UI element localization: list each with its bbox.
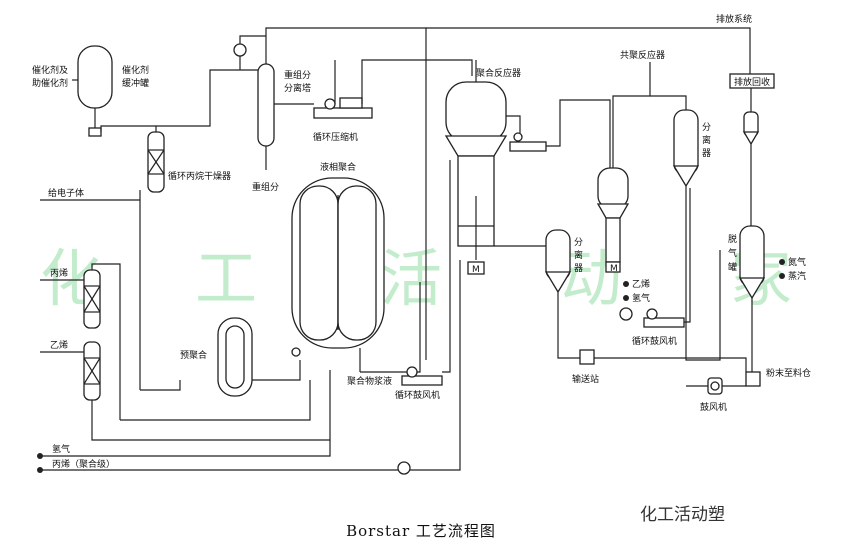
separator-1-label-3: 器 bbox=[574, 263, 583, 274]
electron-donor-label: 给电子体 bbox=[48, 187, 84, 199]
separator-2-label-2: 离 bbox=[702, 134, 711, 146]
heavy-column-label-2: 分离塔 bbox=[284, 82, 311, 94]
degas-label-2: 气 bbox=[728, 247, 737, 259]
propylene-dryer bbox=[83, 269, 101, 329]
ethylene-dryer bbox=[83, 341, 101, 401]
prepolymerization-label: 预聚合 bbox=[180, 349, 207, 361]
copolymer-reactor-label: 共聚反应器 bbox=[620, 49, 665, 61]
svg-text:活: 活 bbox=[380, 242, 442, 315]
reactor-label: 聚合反应器 bbox=[476, 67, 521, 79]
recycle-blower-1-label: 循环鼓风机 bbox=[395, 389, 440, 401]
heavy-column-label: 重组分 bbox=[284, 69, 311, 81]
transfer-station bbox=[579, 349, 595, 365]
nitrogen-point bbox=[779, 259, 785, 265]
steam-point bbox=[779, 273, 785, 279]
diagram-caption: Borstar 工艺流程图 bbox=[346, 522, 496, 540]
separator-2-label: 分 bbox=[702, 122, 711, 133]
heavy-output-label: 重组分 bbox=[252, 181, 279, 193]
separator-1-label: 分 bbox=[574, 237, 583, 248]
separator-1 bbox=[544, 229, 572, 294]
blower-3 bbox=[707, 377, 723, 395]
recycle-compressor bbox=[313, 97, 373, 119]
motor-2: M bbox=[610, 264, 618, 274]
recycle-compressor-label: 循环压缩机 bbox=[313, 131, 358, 143]
transfer-station-label: 输送站 bbox=[572, 373, 599, 385]
recycle-blower-2 bbox=[643, 308, 685, 328]
nitrogen-label: 氮气 bbox=[788, 256, 806, 268]
ethylene-2-label: 乙烯 bbox=[632, 278, 650, 290]
ethylene-2-point bbox=[623, 281, 629, 287]
catalyst-feed-label: 催化剂及 bbox=[32, 64, 68, 76]
motor-1: M bbox=[472, 265, 480, 275]
liquid-loop-reactor bbox=[291, 177, 385, 349]
hydrogen-label: 氢气 bbox=[52, 443, 70, 455]
liquid-polymerization-label: 液相聚合 bbox=[320, 161, 356, 173]
degas-label-3: 罐 bbox=[728, 261, 737, 273]
ethylene-label: 乙烯 bbox=[50, 339, 68, 351]
steam-label: 蒸汽 bbox=[788, 270, 806, 282]
separator-1-label-2: 离 bbox=[574, 249, 583, 261]
background-watermark: 化 工 活 动 家 bbox=[40, 242, 792, 315]
propylene-grade-label: 丙烯（聚合级） bbox=[52, 458, 115, 470]
prepolymerization-loop bbox=[217, 317, 253, 397]
separator-2-label-3: 器 bbox=[702, 148, 711, 159]
reactor-blower bbox=[509, 132, 547, 152]
catalyst-feed-label-2: 助催化剂 bbox=[32, 77, 68, 89]
vent-recovery-label: 排放回收 bbox=[734, 76, 770, 88]
blower-2-valve bbox=[619, 307, 633, 321]
catalyst-buffer-tank bbox=[77, 45, 113, 137]
degassing-tank bbox=[738, 225, 766, 300]
powder-to-silo-label: 粉末至料仓 bbox=[766, 367, 811, 379]
hydrogen-2-point bbox=[623, 295, 629, 301]
recycle-blower-1 bbox=[401, 366, 443, 386]
loop-pump bbox=[291, 347, 301, 357]
recycle-dryer-label: 循环丙烷干燥器 bbox=[168, 170, 231, 182]
vent-system-label: 排放系统 bbox=[716, 13, 752, 25]
catalyst-buffer-label: 催化剂 bbox=[122, 64, 149, 76]
recycle-propane-dryer bbox=[147, 131, 165, 193]
vent-cyclone bbox=[742, 111, 760, 146]
degas-label-1: 脱 bbox=[728, 233, 737, 245]
recycle-blower-2-label: 循环鼓风机 bbox=[632, 335, 677, 347]
hydrogen-2-label: 氢气 bbox=[632, 292, 650, 304]
heavy-component-column bbox=[257, 63, 275, 170]
propylene-grade-valve bbox=[397, 461, 411, 475]
separator-2 bbox=[672, 109, 700, 188]
polymer-slurry-label: 聚合物浆液 bbox=[347, 375, 392, 387]
blower-3-label: 鼓风机 bbox=[700, 401, 727, 413]
powder-junction bbox=[745, 371, 761, 387]
polymerization-reactor bbox=[444, 81, 508, 275]
vent-recovery-box bbox=[729, 73, 775, 89]
corner-watermark: 化工活动塑 bbox=[640, 505, 725, 525]
propylene-label: 丙烯 bbox=[50, 267, 68, 279]
catalyst-buffer-label-2: 缓冲罐 bbox=[122, 77, 149, 89]
svg-text:工: 工 bbox=[195, 242, 257, 315]
